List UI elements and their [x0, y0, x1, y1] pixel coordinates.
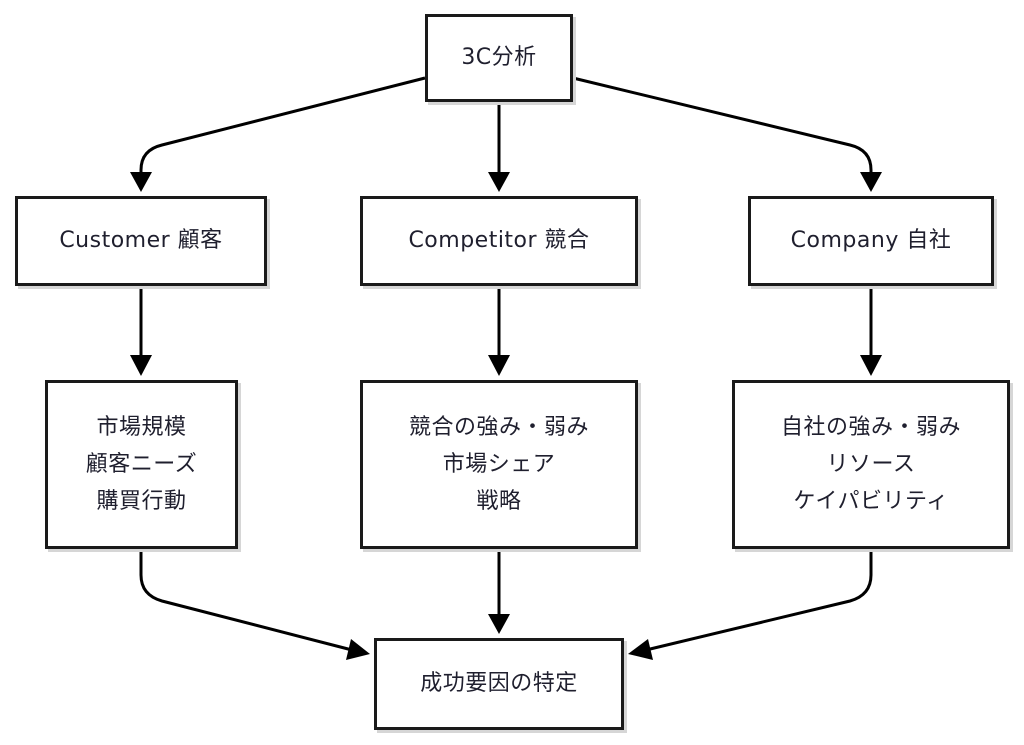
- competitor-detail-strengths-weaknesses: 競合の強み・弱み: [408, 415, 589, 440]
- company-detail-capability: ケイパビリティ: [793, 489, 949, 514]
- arrowhead-result-right: [628, 639, 653, 660]
- customer-detail-needs: 顧客ニーズ: [85, 452, 198, 477]
- company-detail-strengths-weaknesses: 自社の強み・弱み: [780, 415, 961, 440]
- arrowhead-company: [860, 172, 882, 192]
- node-customer: Customer 顧客: [15, 196, 267, 286]
- node-success-factors-label: 成功要因の特定: [420, 671, 578, 696]
- competitor-detail-market-share: 市場シェア: [442, 452, 556, 477]
- node-competitor: Competitor 競合: [360, 196, 638, 286]
- arrowhead-customer-details: [130, 355, 152, 376]
- node-company: Company 自社: [748, 196, 994, 286]
- edge-root-to-company: [572, 76, 873, 178]
- edge-company-details-to-result: [645, 549, 873, 652]
- competitor-detail-strategy: 戦略: [476, 489, 522, 514]
- node-company-details: 自社の強み・弱み リソース ケイパビリティ: [732, 380, 1010, 549]
- node-competitor-details: 競合の強み・弱み 市場シェア 戦略: [360, 380, 638, 549]
- arrowhead-customer: [130, 172, 152, 192]
- arrowhead-result-center: [488, 614, 510, 634]
- arrowhead-competitor: [488, 172, 510, 192]
- arrowhead-result-left: [346, 639, 370, 660]
- edge-customer-details-to-result: [139, 549, 353, 652]
- node-customer-details: 市場規模 顧客ニーズ 購買行動: [45, 380, 238, 549]
- node-3c-analysis-label: 3C分析: [461, 45, 537, 70]
- node-customer-label: Customer 顧客: [59, 228, 223, 253]
- customer-detail-market-size: 市場規模: [96, 415, 187, 440]
- node-success-factors: 成功要因の特定: [374, 638, 624, 730]
- node-company-label: Company 自社: [790, 228, 952, 253]
- node-competitor-label: Competitor 競合: [408, 228, 590, 253]
- node-3c-analysis: 3C分析: [425, 14, 573, 102]
- company-detail-resources: リソース: [826, 452, 916, 477]
- arrowhead-company-details: [860, 355, 882, 376]
- customer-detail-buying-behavior: 購買行動: [96, 489, 187, 514]
- arrowhead-competitor-details: [488, 355, 510, 376]
- edge-root-to-customer: [139, 76, 426, 178]
